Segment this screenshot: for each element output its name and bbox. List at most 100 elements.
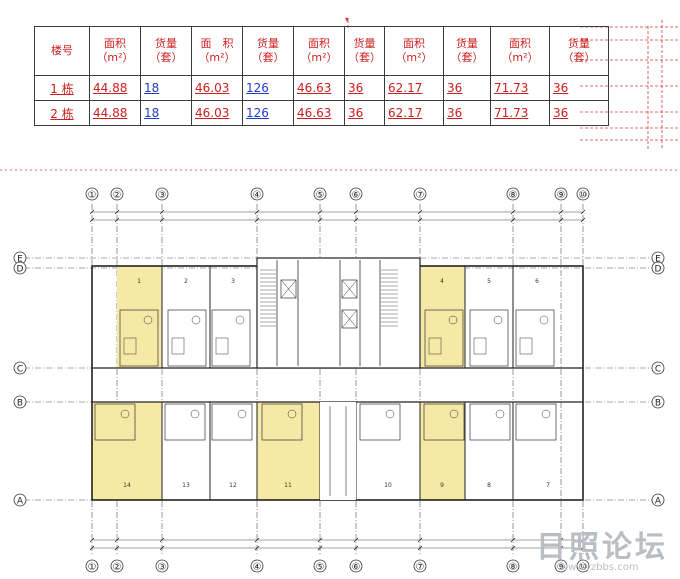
axis-bubble (651, 361, 665, 375)
axis-bubble (13, 361, 27, 375)
axis-letter: E (17, 255, 23, 265)
axis-letter: A (17, 497, 24, 507)
axis-bubble (651, 395, 665, 409)
count-cell: 36 (549, 75, 609, 101)
dimension-tick (353, 209, 359, 215)
axis-bubble (13, 493, 27, 507)
dimension-tick (558, 209, 564, 215)
axis-bubble (349, 559, 363, 573)
header-building: 楼号 (34, 26, 90, 76)
axis-bubble (651, 493, 665, 507)
header-count: 货量（套） (549, 26, 609, 76)
table-header-row: 楼号 面积（m²） 货量（套） 面 积（m²） 货量（套） 面积（m²） 货量（… (34, 26, 609, 76)
table-row: 1 栋 44.88 18 46.03 126 46.63 36 62.17 36… (34, 75, 609, 101)
axis-bubble (413, 559, 427, 573)
axis-bubble (506, 559, 520, 573)
count-cell: 126 (242, 75, 294, 101)
unit-number: 3 (231, 278, 235, 285)
highlighted-unit (117, 266, 162, 368)
fixture (385, 409, 395, 419)
dimension-tick (558, 545, 564, 551)
dimension-tick (159, 217, 165, 223)
fixture (191, 315, 201, 325)
dimension-tick (510, 537, 516, 543)
building-name: 2 栋 (34, 100, 90, 126)
bathroom (424, 309, 464, 367)
axis-letter: B (17, 399, 23, 409)
dimension-tick (353, 537, 359, 543)
dimension-tick (114, 209, 120, 215)
elevator-shaft (341, 279, 358, 299)
dimension-tick (114, 545, 120, 551)
axis-number: ② (113, 190, 122, 201)
area-cell: 71.73 (490, 75, 550, 101)
axis-bubble (13, 395, 27, 409)
axis-bubble (110, 187, 124, 201)
dimension-tick (417, 545, 423, 551)
axis-number: ⑩ (579, 562, 588, 573)
area-cell: 44.88 (89, 100, 141, 126)
unit-number: 7 (546, 482, 550, 489)
unit-number: 13 (182, 482, 190, 489)
watermark-text: 日照论坛 (536, 530, 668, 565)
area-cell: 46.03 (191, 75, 243, 101)
bathroom (211, 309, 251, 367)
bathroom (167, 309, 207, 367)
header-area: 面积（m²） (384, 26, 444, 76)
dimension-tick (417, 209, 423, 215)
axis-bubble (250, 559, 264, 573)
table-row: 2 栋 44.88 18 46.03 126 46.63 36 62.17 36… (34, 100, 609, 126)
axis-letter: B (655, 399, 661, 409)
axis-number: ⑧ (509, 562, 518, 573)
unit-number: 6 (535, 278, 539, 285)
area-cell: 62.17 (384, 100, 444, 126)
count-cell: 18 (140, 75, 192, 101)
unit-number: 2 (184, 278, 188, 285)
fixture (235, 315, 245, 325)
unit-number: 5 (487, 278, 491, 285)
unit-number: 1 (137, 278, 141, 285)
dimension-tick (89, 217, 95, 223)
dimension-tick (417, 537, 423, 543)
axis-number: ⑤ (316, 190, 325, 201)
dimension-tick (317, 545, 323, 551)
unit-number: 12 (229, 482, 237, 489)
header-count: 货量（套） (344, 26, 385, 76)
header-area: 面 积（m²） (191, 26, 243, 76)
axis-bubble (576, 187, 590, 201)
axis-letter: D (655, 265, 662, 275)
area-cell: 62.17 (384, 75, 444, 101)
fixture (287, 409, 297, 419)
building-name: 1 栋 (34, 75, 90, 101)
dimension-tick (159, 209, 165, 215)
axis-bubble (554, 559, 568, 573)
header-area: 面积（m²） (293, 26, 345, 76)
dimension-tick (510, 209, 516, 215)
elevator-cross (341, 279, 358, 299)
unit-number: 14 (123, 482, 131, 489)
area-cell: 71.73 (490, 100, 550, 126)
header-area: 面积（m²） (89, 26, 141, 76)
unit-number: 11 (284, 482, 292, 489)
header-count: 货量（套） (140, 26, 192, 76)
dimension-tick (159, 545, 165, 551)
axis-bubble (85, 559, 99, 573)
fixture (237, 409, 247, 419)
dimension-tick (254, 209, 260, 215)
highlighted-unit (420, 266, 465, 368)
fixture (495, 409, 505, 419)
axis-number: ② (113, 562, 122, 573)
axis-bubble (155, 187, 169, 201)
axis-bubble (313, 187, 327, 201)
axis-bubble (313, 559, 327, 573)
fixture (473, 337, 487, 355)
header-count: 货量（套） (242, 26, 294, 76)
bathroom (469, 309, 509, 367)
fixture (120, 409, 130, 419)
axis-number: ⑥ (352, 562, 361, 573)
dimension-tick (510, 545, 516, 551)
dimension-tick (89, 209, 95, 215)
axis-bubble (576, 559, 590, 573)
